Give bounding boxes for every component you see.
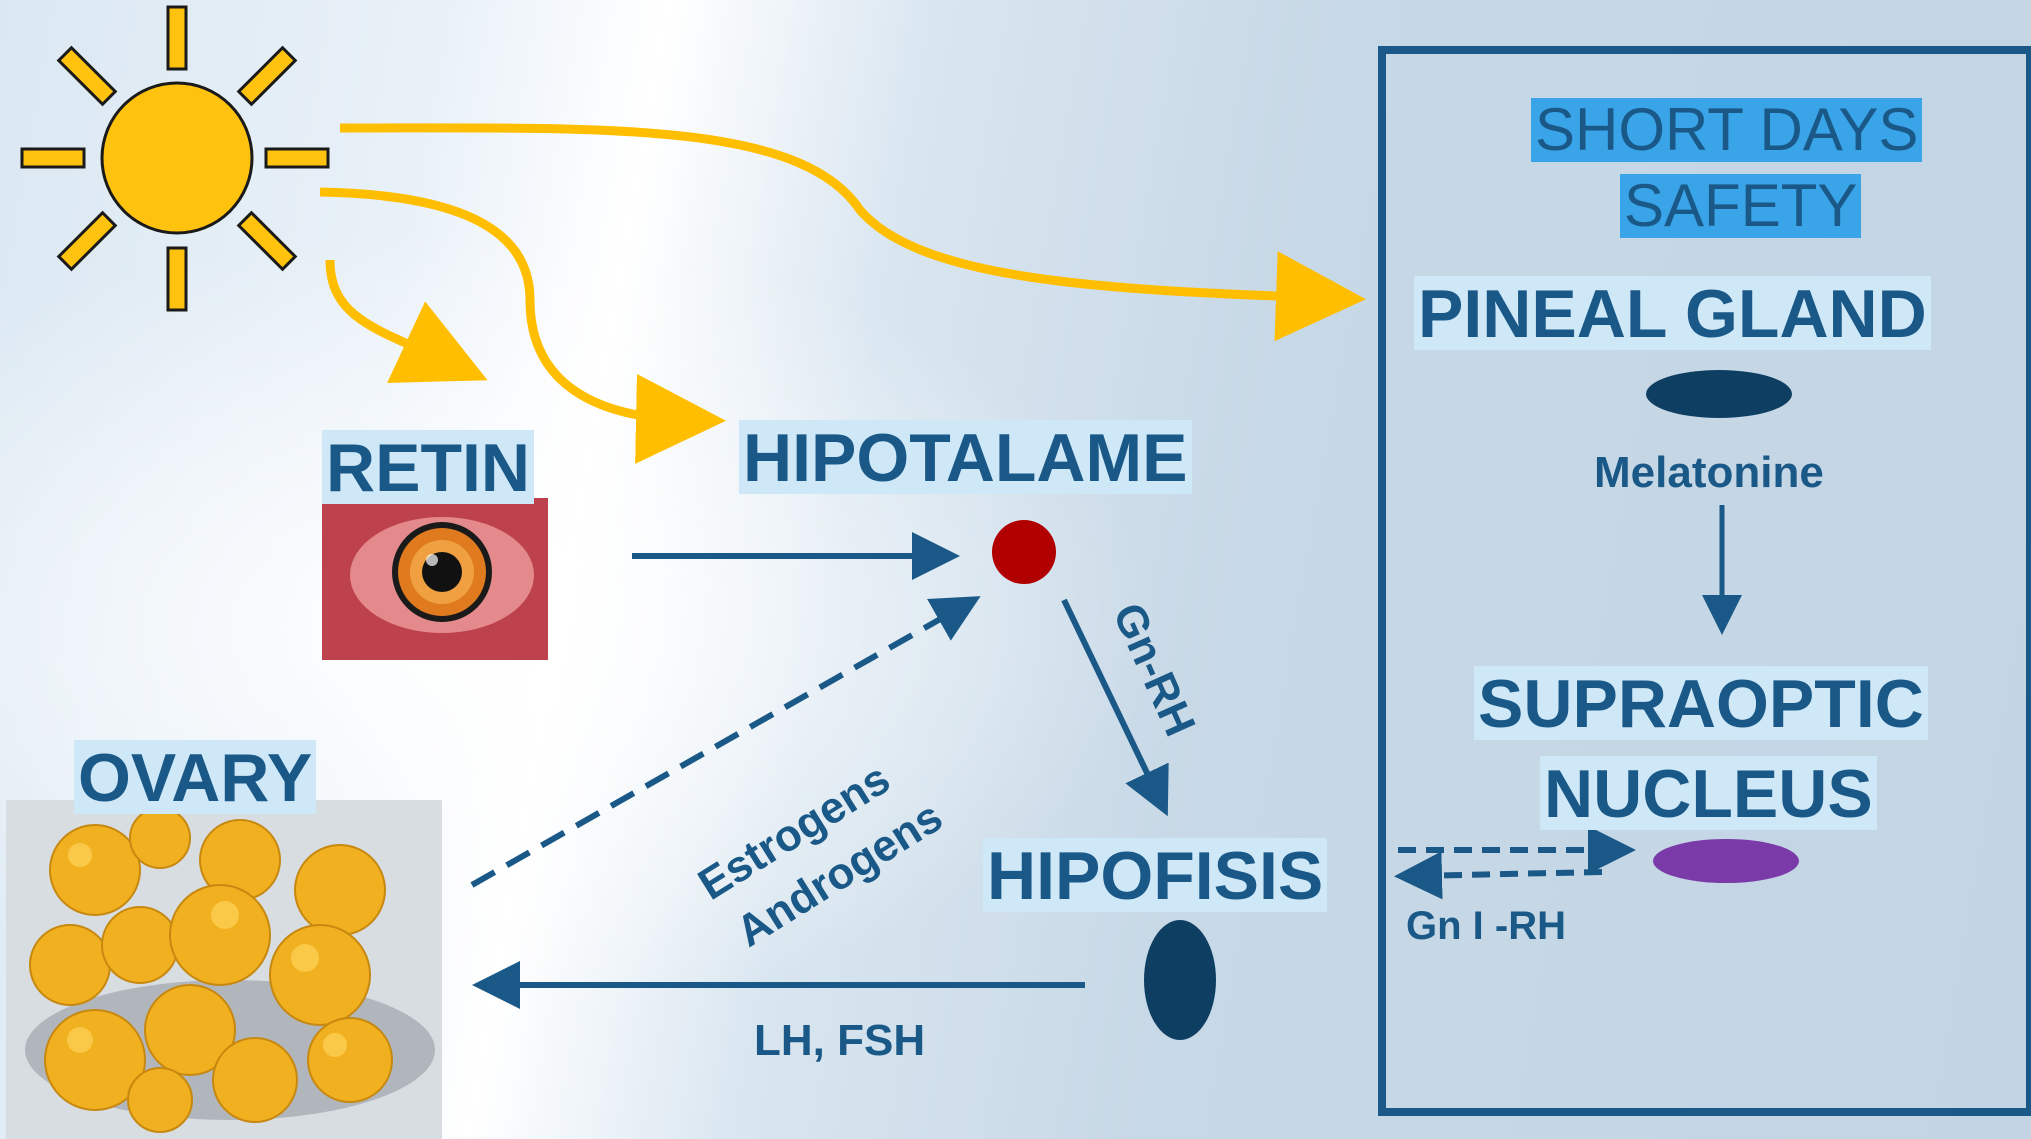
lh-fsh-label: LH, FSH <box>754 1016 925 1066</box>
supraoptic-label-line2: NUCLEUS <box>1540 756 1877 830</box>
eye-photo <box>322 498 548 660</box>
gn-i-rh-label: Gn I -RH <box>1406 904 1566 949</box>
melatonine-label: Melatonine <box>1594 448 1824 498</box>
arrow-gnirh-left <box>1412 872 1602 876</box>
retin-label: RETIN <box>322 430 534 504</box>
short-days-title-line1: SHORT DAYS <box>1531 98 1922 162</box>
pineal-gland-label: PINEAL GLAND <box>1414 276 1931 350</box>
pineal-shape <box>1646 370 1792 418</box>
hipotalame-label: HIPOTALAME <box>739 420 1192 494</box>
hipofisis-label: HIPOFISIS <box>983 838 1327 912</box>
ovary-photo <box>6 800 442 1139</box>
short-days-title-line2: SAFETY <box>1620 174 1861 238</box>
hipotalame-dot <box>992 520 1056 584</box>
ovary-label: OVARY <box>74 740 316 814</box>
light-arrow-to-retin <box>330 260 455 365</box>
supraoptic-nucleus-shape <box>1653 839 1799 883</box>
sun-icon <box>22 7 328 310</box>
light-arrow-to-hipotalame <box>320 192 690 420</box>
hipofisis-shape <box>1144 920 1216 1040</box>
light-arrow-to-pineal <box>340 128 1330 298</box>
supraoptic-label-line1: SUPRAOPTIC <box>1474 666 1928 740</box>
